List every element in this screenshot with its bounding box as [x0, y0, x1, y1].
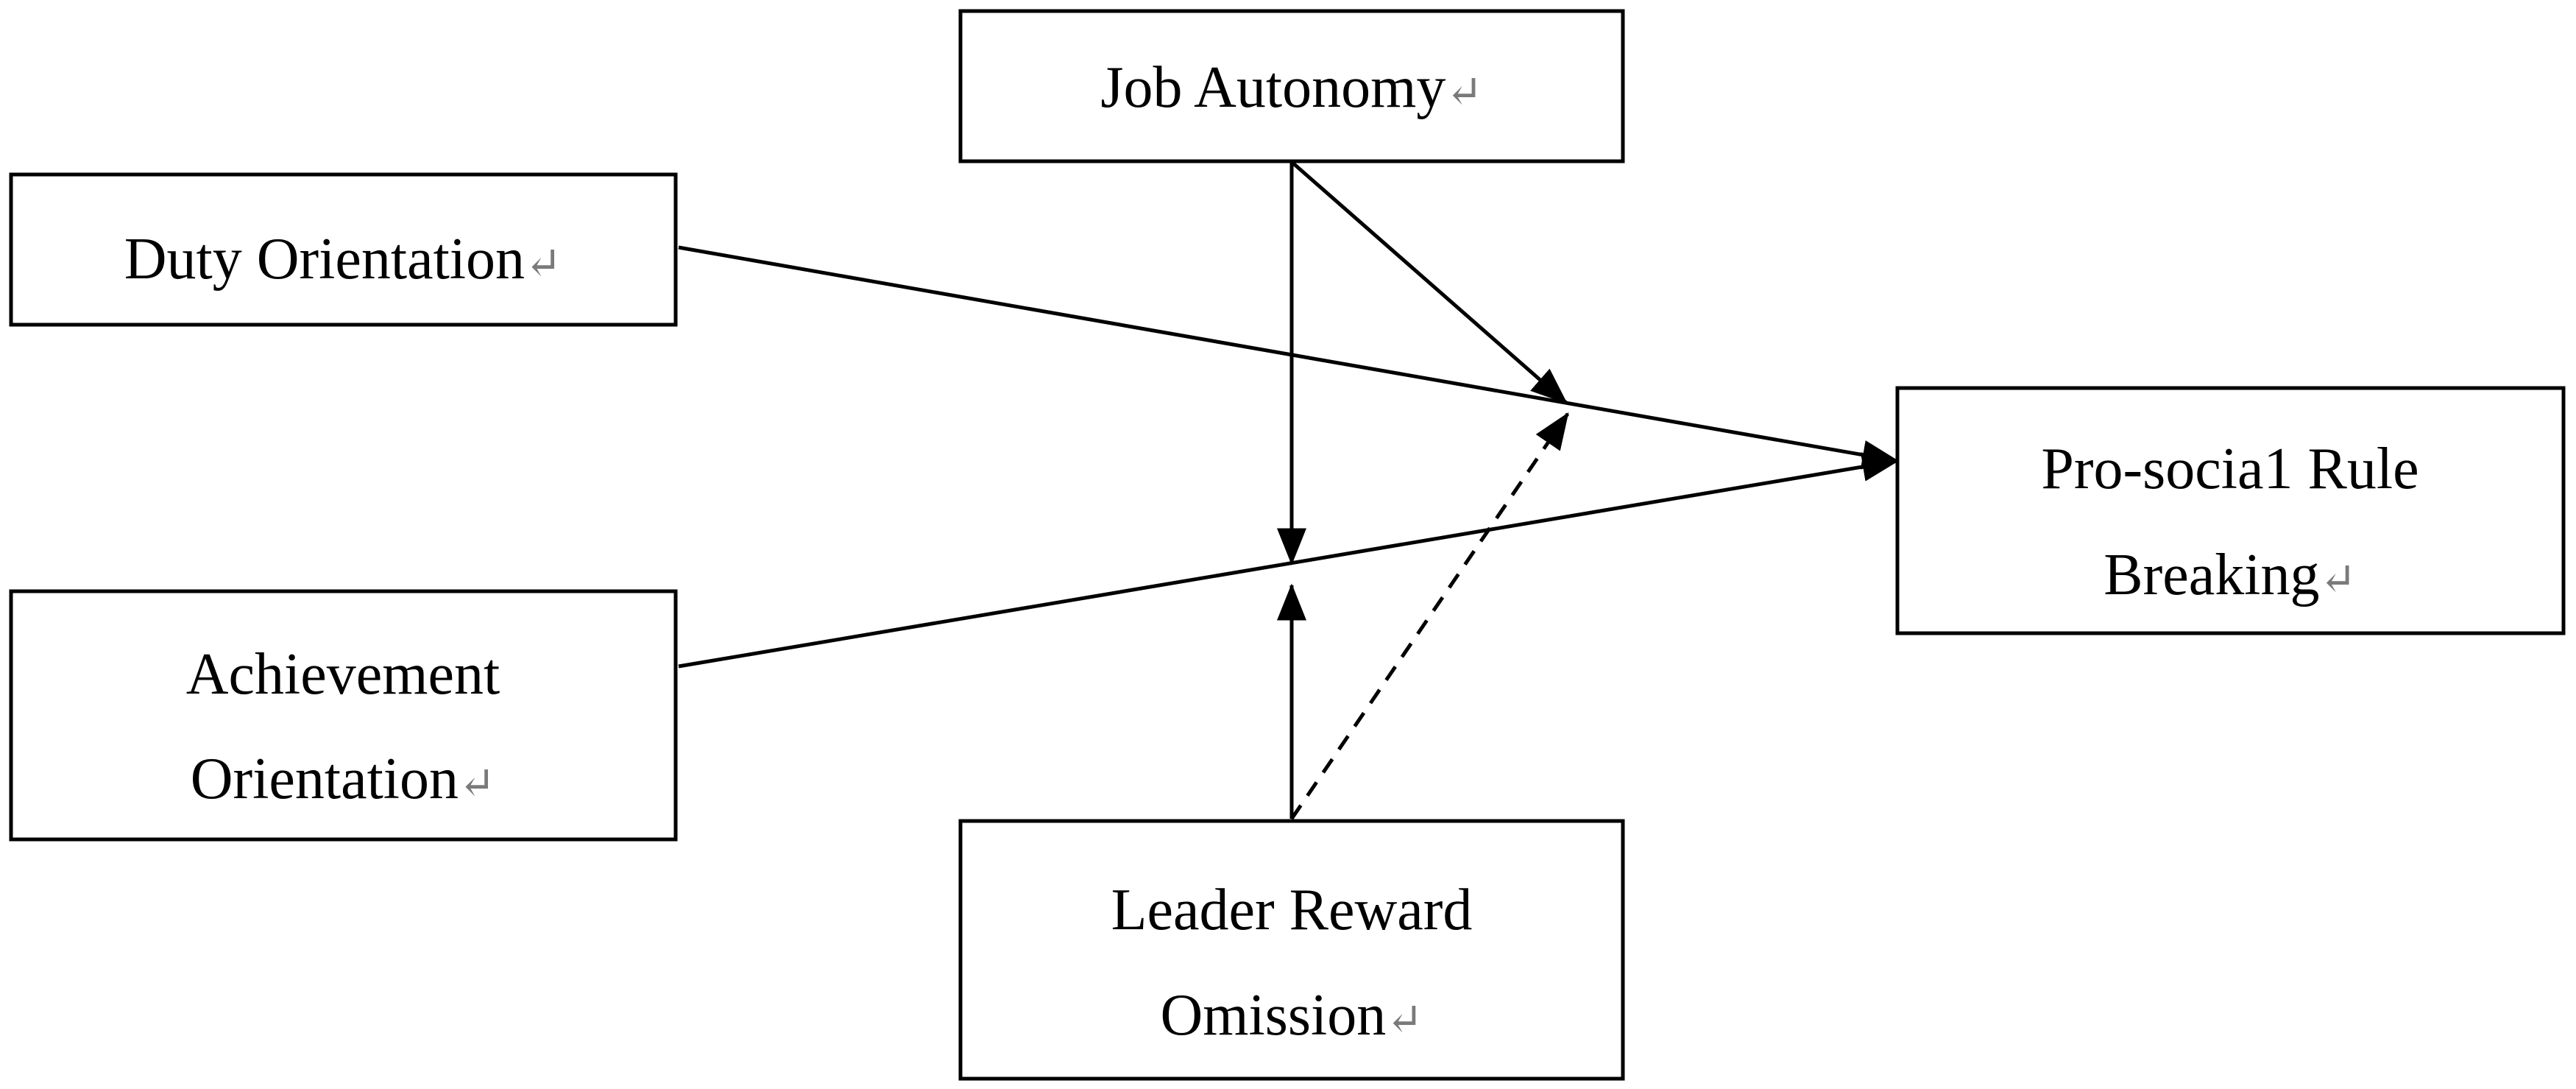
- achievement-orientation-label-line2: Orientation↵: [191, 747, 496, 811]
- achievement-to-prosocial-arrow: [678, 452, 1900, 669]
- pro-social-rule-breaking-box: [1895, 386, 2566, 635]
- node-achievement-orientation: Achievement Orientation↵: [9, 589, 678, 842]
- node-pro-social-rule-breaking: Pro-socia1 Rule Breaking↵: [1895, 386, 2566, 635]
- duty-to-prosocial-arrow: [678, 245, 1900, 470]
- leader-reward-omission-box: [958, 819, 1625, 1081]
- job-autonomy-box: [958, 9, 1625, 163]
- duty-orientation-label: Duty Orientation↵: [124, 227, 562, 292]
- node-leader-reward-omission: Leader Reward Omission↵: [958, 819, 1625, 1081]
- pro-social-rule-breaking-label-line2: Breaking↵: [2103, 543, 2357, 607]
- duty-orientation-box: [9, 172, 678, 327]
- achievement-orientation-box: [9, 589, 678, 842]
- leader-reward-omission-label-line2: Omission↵: [1161, 983, 1423, 1048]
- node-duty-orientation: Duty Orientation↵: [9, 172, 678, 327]
- edges: [678, 161, 1900, 820]
- pro-social-rule-breaking-label-line1: Pro-socia1 Rule: [2041, 437, 2418, 501]
- job-autonomy-label: Job Autonomy↵: [1100, 55, 1482, 120]
- achievement-orientation-label-line1: Achievement: [186, 642, 500, 707]
- leader-reward-to-duty-path-dashed-arrow: [1289, 412, 1570, 820]
- node-job-autonomy: Job Autonomy↵: [958, 9, 1625, 163]
- job-autonomy-to-duty-path-arrow: [1290, 161, 1568, 404]
- leader-reward-omission-label-line1: Leader Reward: [1111, 878, 1473, 942]
